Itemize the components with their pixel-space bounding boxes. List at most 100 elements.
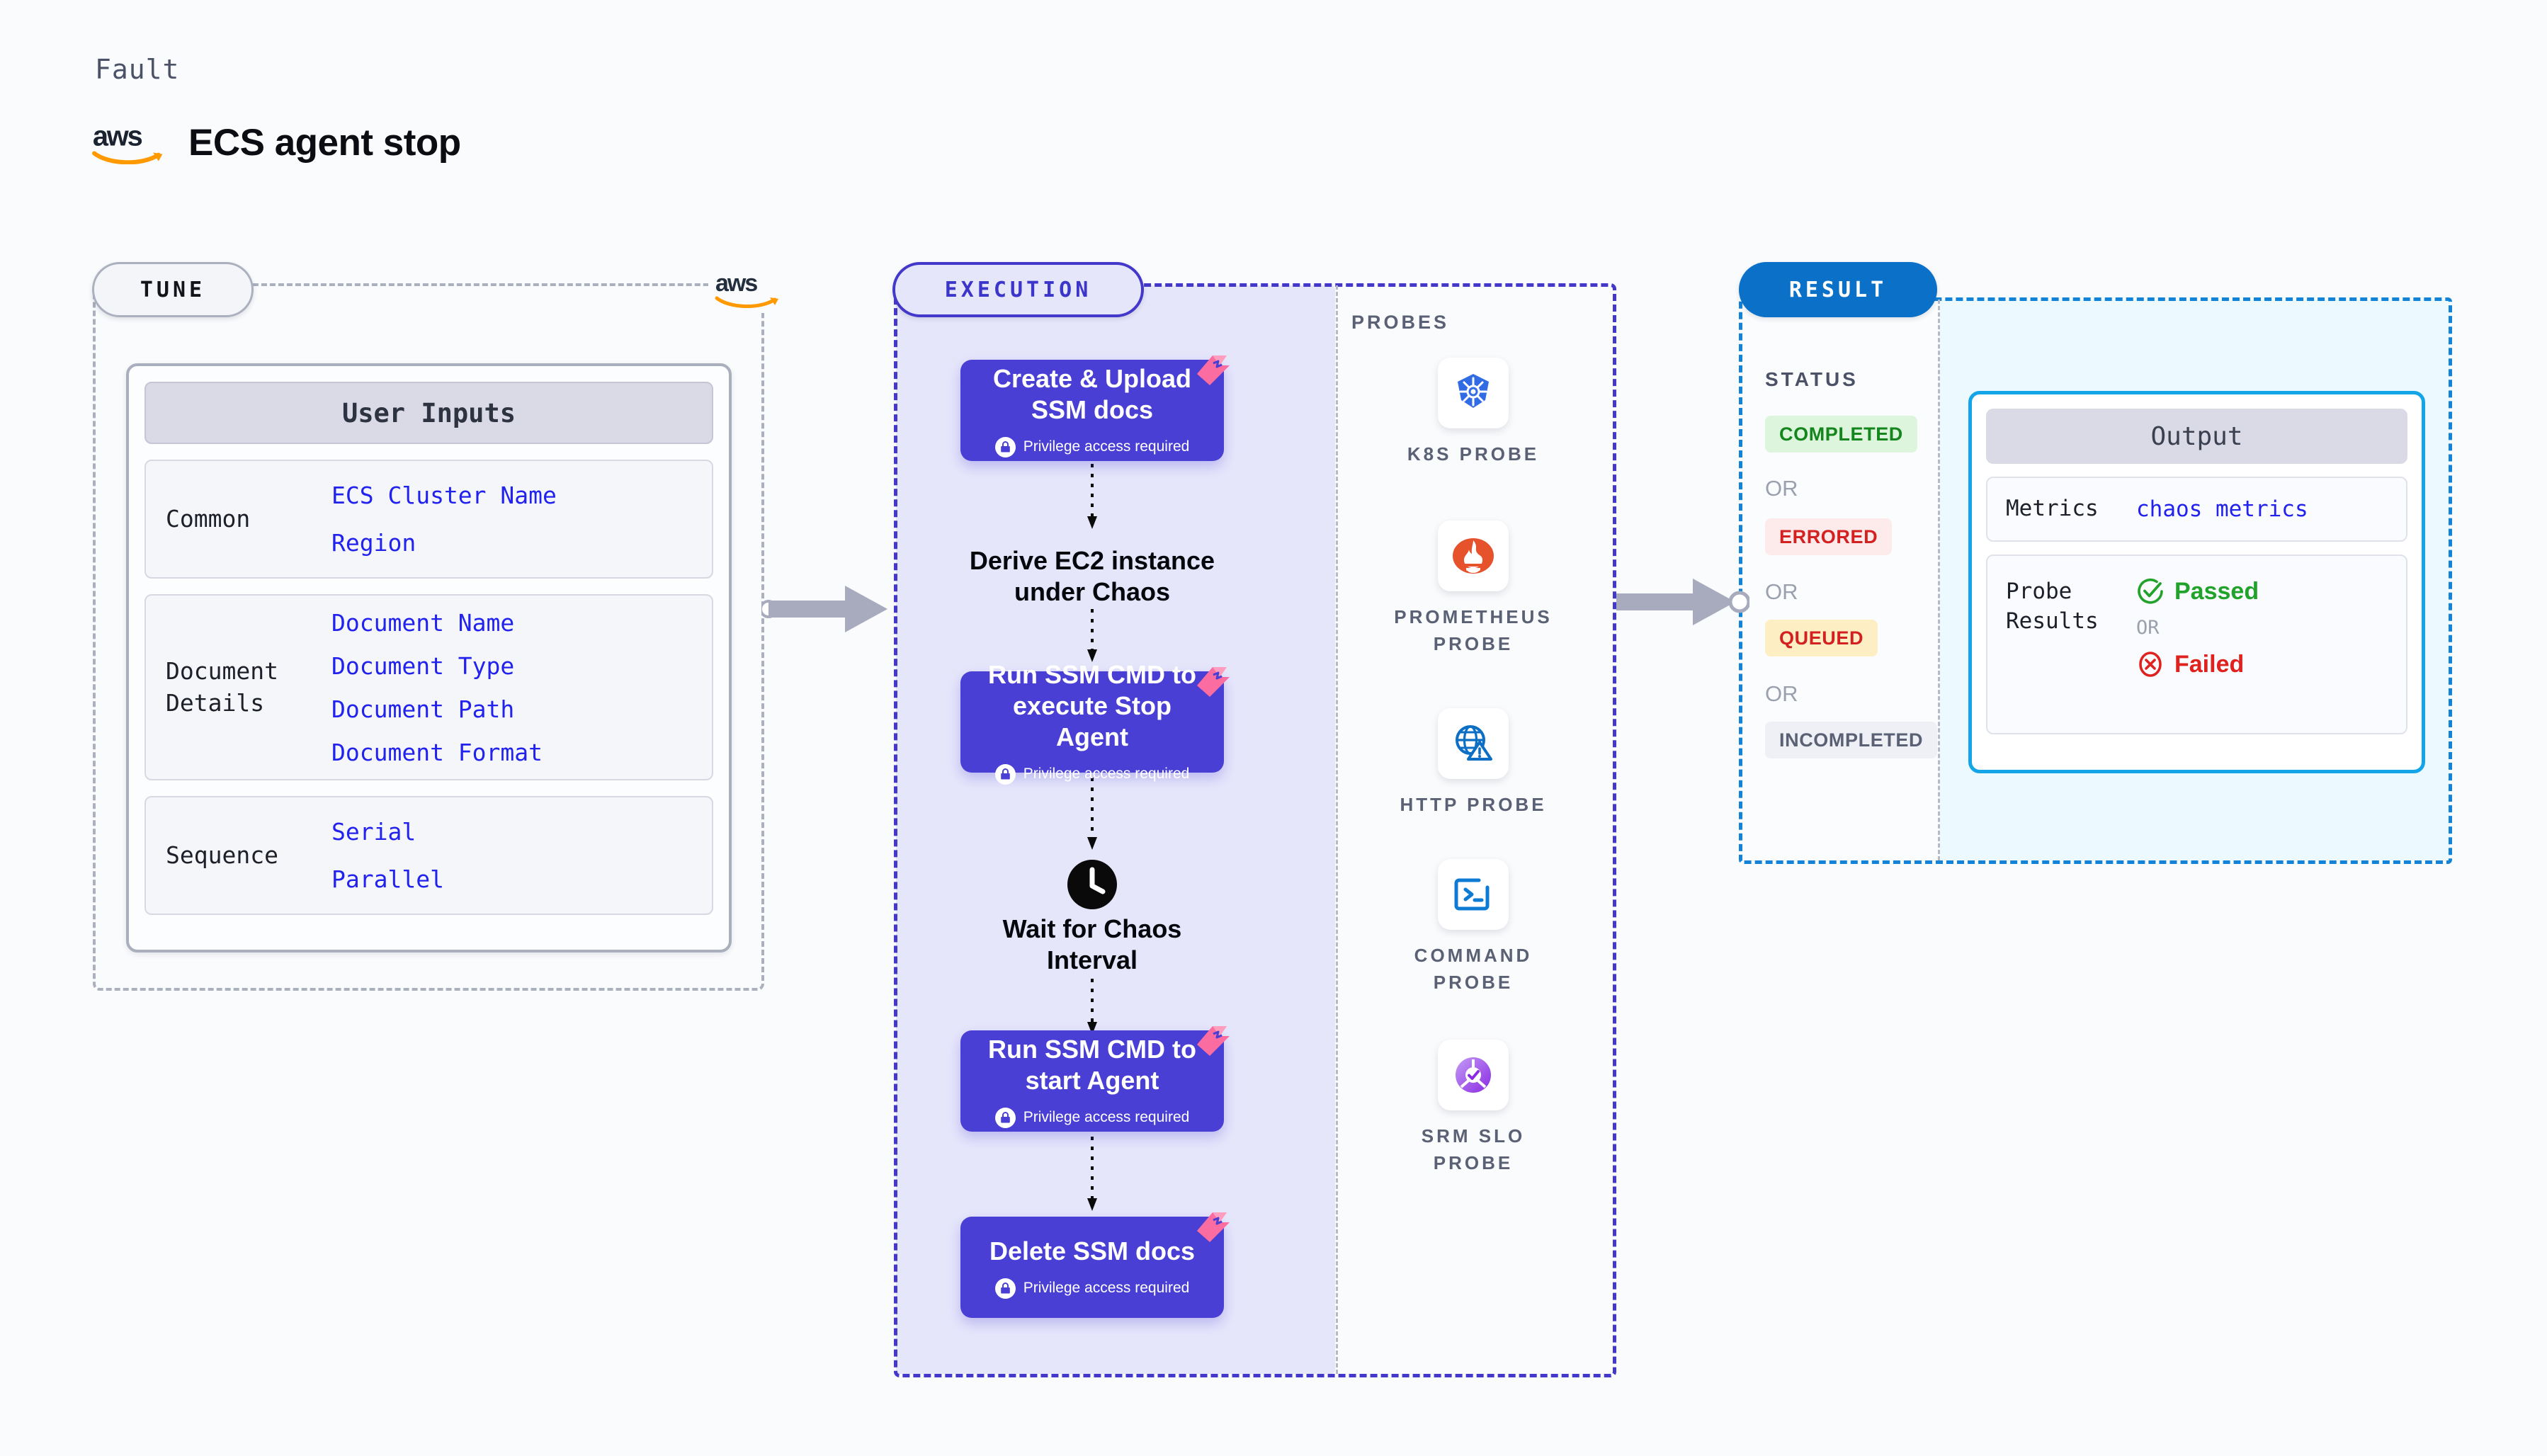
failed-label: Failed (2174, 650, 2245, 678)
output-probe-results-row: Probe Results Passed OR Failed (1986, 554, 2407, 734)
execution-pill[interactable]: EXECUTION (892, 262, 1144, 317)
status-badge-queued[interactable]: QUEUED (1765, 620, 1878, 656)
privilege-note: Privilege access required (994, 763, 1190, 785)
tune-pill[interactable]: TUNE (92, 262, 254, 317)
output-header: Output (1986, 409, 2407, 464)
kubernetes-icon (1458, 374, 1489, 408)
x-circle-icon (2139, 652, 2162, 677)
user-inputs-header: User Inputs (144, 382, 713, 444)
execution-node-run-ssm-cmd-start-agent[interactable]: Run SSM CMD to start Agent Privilege acc… (960, 1026, 1230, 1132)
status-badge-incompleted[interactable]: INCOMPLETED (1765, 722, 1938, 758)
page-title-row: aws ECS agent stop (91, 120, 461, 165)
tune-section-values: Document Name Document Type Document Pat… (331, 609, 543, 766)
aws-logo-icon: aws (91, 120, 170, 165)
node-title: Create & Upload SSM docs (992, 364, 1192, 424)
probe-item-k8s[interactable]: K8S PROBE (1385, 358, 1562, 468)
probe-result-or: OR (2136, 617, 2160, 639)
connector-3 (1087, 778, 1097, 850)
output-metrics-row: Metrics chaos metrics (1986, 477, 2407, 542)
tune-section-label: Document Details (166, 656, 278, 717)
tune-value[interactable]: Document Path (331, 695, 515, 723)
result-panel (1739, 297, 2452, 864)
passed-label: Passed (2174, 577, 2259, 605)
privilege-note-text: Privilege access required (1023, 438, 1190, 455)
probe-tile (1438, 708, 1509, 779)
probe-label: HTTP PROBE (1400, 794, 1547, 815)
execution-panel (894, 283, 1616, 1377)
status-or: OR (1765, 579, 1798, 604)
status-badge-errored[interactable]: ERRORED (1765, 518, 1893, 555)
privilege-note-text: Privilege access required (1023, 766, 1190, 783)
check-circle-icon (2138, 578, 2163, 604)
execution-node-create-upload-ssm-docs[interactable]: Create & Upload SSM docs Privilege acces… (960, 356, 1230, 461)
tune-section-values: Serial Parallel (331, 818, 444, 893)
litmus-flag-icon (1197, 356, 1230, 385)
status-or: OR (1765, 476, 1798, 501)
tune-value[interactable]: Document Type (331, 652, 515, 680)
probe-label: COMMAND PROBE (1414, 945, 1533, 993)
probe-tile (1438, 1040, 1509, 1110)
probe-results-values: Passed OR Failed (2136, 577, 2259, 678)
probe-tile (1438, 358, 1509, 428)
connector-5 (1087, 1137, 1097, 1211)
terminal-icon (1454, 878, 1490, 911)
tune-section-values: ECS Cluster Name Region (331, 482, 557, 557)
status-title: STATUS (1765, 368, 1859, 390)
probes-divider (1336, 285, 1338, 1374)
probe-item-prometheus[interactable]: PROMETHEUS PROBE (1385, 521, 1562, 657)
status-or: OR (1765, 681, 1798, 706)
probe-item-http[interactable]: HTTP PROBE (1385, 708, 1562, 819)
probe-item-srm-slo[interactable]: SRM SLO PROBE (1385, 1040, 1562, 1176)
output-card: Output Metrics chaos metrics Probe Resul… (1968, 391, 2425, 773)
result-status-column-bg (1741, 300, 1939, 860)
connector-4 (1087, 979, 1097, 1035)
execution-step-wait-for-chaos-interval: Wait for Chaos Interval (1002, 914, 1182, 974)
tune-value[interactable]: Serial (331, 818, 416, 846)
svg-text:aws: aws (715, 270, 757, 297)
litmus-flag-icon (1197, 667, 1230, 697)
arrow-execution-to-result (1616, 579, 1749, 625)
srm-slo-icon (1456, 1057, 1491, 1093)
page-kicker: Fault (95, 54, 180, 85)
tune-panel (93, 283, 764, 991)
privilege-note-text: Privilege access required (1023, 1280, 1190, 1297)
lock-icon (994, 1278, 1016, 1299)
tune-section-sequence: Sequence Serial Parallel (144, 796, 713, 915)
result-pill[interactable]: RESULT (1739, 262, 1937, 317)
probe-label: K8S PROBE (1407, 443, 1540, 465)
probe-item-command[interactable]: COMMAND PROBE (1385, 859, 1562, 996)
execution-step-derive-ec2: Derive EC2 instance under Chaos (969, 546, 1215, 606)
execution-node-run-ssm-cmd-stop-agent[interactable]: Run SSM CMD to execute Stop Agent Privil… (960, 660, 1230, 785)
probe-result-failed: Failed (2136, 650, 2259, 678)
page-title: ECS agent stop (188, 121, 461, 164)
tune-value[interactable]: ECS Cluster Name (331, 482, 557, 509)
tune-value[interactable]: Document Name (331, 608, 515, 637)
tune-section-document-details: Document Details Document Name Document … (144, 594, 713, 780)
probe-label: PROMETHEUS PROBE (1394, 606, 1553, 654)
clock-icon (1067, 860, 1117, 909)
metrics-value[interactable]: chaos metrics (2136, 496, 2308, 522)
status-badge-completed[interactable]: COMPLETED (1765, 416, 1917, 453)
probe-label: SRM SLO PROBE (1421, 1125, 1526, 1173)
privilege-note: Privilege access required (994, 436, 1190, 457)
tune-section-label: Sequence (166, 841, 278, 869)
probe-results-label: Probe Results (2006, 579, 2099, 634)
tune-value[interactable]: Parallel (331, 865, 444, 893)
execution-node-delete-ssm-docs[interactable]: Delete SSM docs Privilege access require… (960, 1212, 1230, 1318)
result-divider (1938, 300, 1940, 860)
tune-section-label: Common (166, 504, 251, 533)
connector-2 (1087, 609, 1097, 662)
litmus-flag-icon (1197, 1026, 1230, 1056)
tune-aws-logo-icon: aws (708, 263, 790, 313)
node-title: Run SSM CMD to start Agent (988, 1035, 1196, 1095)
probe-tile (1438, 521, 1509, 591)
tune-section-common: Common ECS Cluster Name Region (144, 460, 713, 579)
probe-result-passed: Passed (2136, 577, 2259, 605)
svg-text:aws: aws (93, 120, 142, 152)
http-globe-icon (1456, 725, 1492, 761)
prometheus-icon (1453, 538, 1494, 574)
probe-tile (1438, 859, 1509, 930)
tune-value[interactable]: Region (331, 529, 416, 557)
tune-value[interactable]: Document Format (331, 738, 543, 766)
